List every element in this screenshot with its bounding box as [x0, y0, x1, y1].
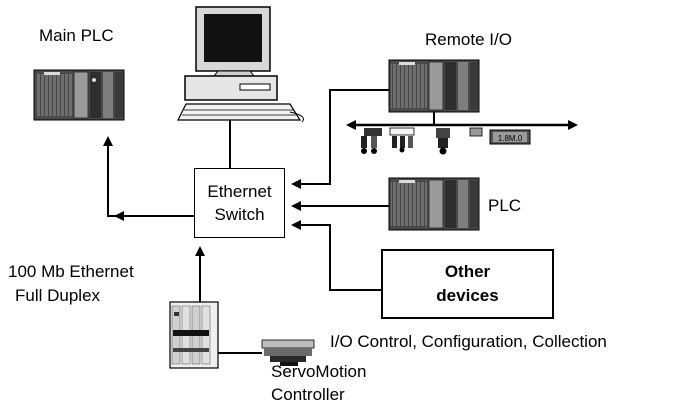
servo-controller-icon — [169, 301, 219, 369]
computer-icon — [177, 6, 304, 123]
servo-controller-label-line2: Controller — [271, 385, 345, 404]
ethernet-speed-label: 100 Mb Ethernet — [8, 262, 134, 281]
main-plc-label: Main PLC — [39, 26, 114, 45]
ethernet-duplex-label: Full Duplex — [15, 286, 101, 305]
other-devices-label-line2: devices — [436, 286, 499, 305]
ethernet-switch-box: Ethernet Switch — [194, 168, 285, 238]
plc-rack-icon — [388, 177, 480, 231]
plc-label: PLC — [488, 196, 522, 215]
servo-motor-icon — [261, 339, 315, 366]
link-other-switch — [291, 220, 381, 291]
remote-io-module-text: 1.8M.0 — [498, 134, 523, 143]
io-control-label: I/O Control, Configuration, Collection — [330, 332, 607, 351]
servo-controller-label-line1: ServoMotion — [271, 362, 367, 381]
switch-label-line1: Ethernet — [207, 182, 272, 201]
remote-io-label: Remote I/O — [425, 30, 512, 49]
switch-label-line2: Switch — [214, 205, 265, 224]
link-switch-main-plc — [103, 136, 194, 217]
main-plc-rack-icon — [33, 69, 125, 121]
remote-io-rack-icon — [388, 59, 480, 113]
other-devices-box: Other devices — [381, 249, 554, 319]
remote-io-field-bus: 1.8M.0 — [346, 112, 578, 155]
link-remote-io-switch — [291, 89, 389, 189]
other-devices-label-line1: Other — [444, 262, 491, 281]
connection-lines — [103, 89, 389, 354]
